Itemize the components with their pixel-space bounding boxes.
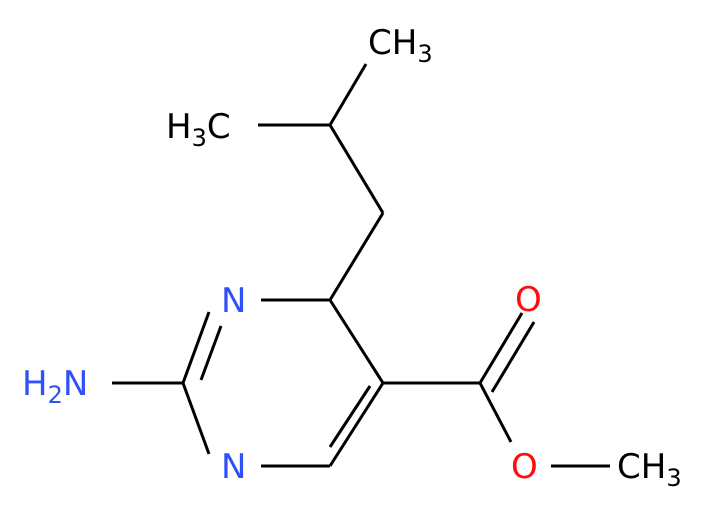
bond-co-double-b [490,321,536,393]
atom-label-h3c-left: H3C [166,107,231,152]
bond-ch-ch2 [328,124,385,214]
atom-label-n-ring-top: N [221,281,246,321]
bond-c2-n1 [181,382,211,455]
bond-ch3-top [328,63,368,126]
bond-c5-c4 [328,299,385,384]
bond-n3-c2 [181,311,211,384]
atom-label-o-ester: O [511,447,538,487]
bond-co-double-a [478,312,524,384]
bond-ch2-ring [328,212,385,301]
atom-label-n-ring-bottom: N [221,447,246,487]
atom-label-nh2: H2N [22,364,88,409]
atom-label-ch3-methyl: CH3 [617,447,682,492]
atom-label-o-carbonyl: O [515,280,542,320]
bond-c-o-single [478,382,513,443]
bond-c6-c5-double [328,385,372,448]
atom-label-ch3-top: CH3 [368,23,433,68]
bond-c6-c5 [328,382,385,467]
bond-n3-c2-double [199,325,223,381]
